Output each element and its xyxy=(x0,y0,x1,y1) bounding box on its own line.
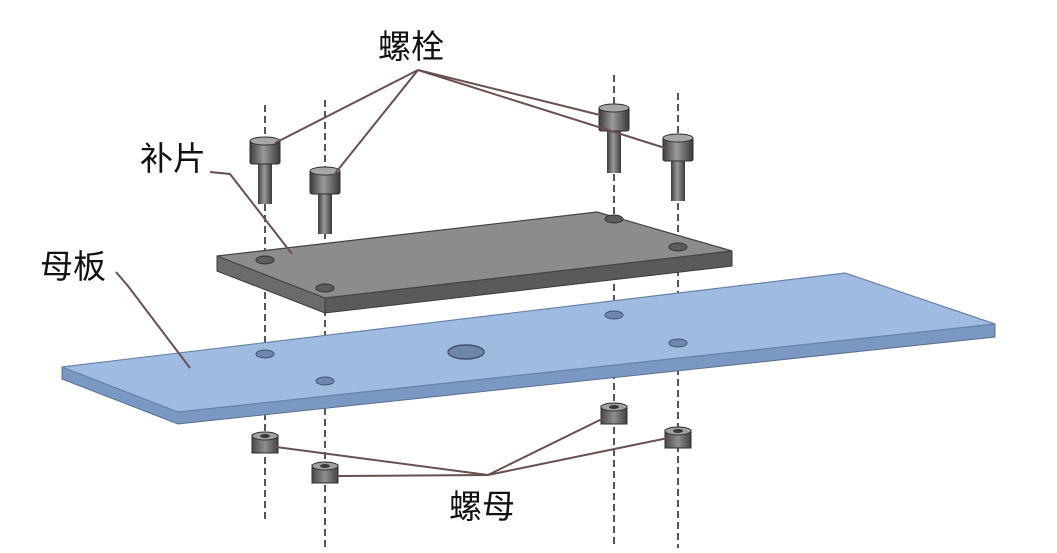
base-plate-center-hole xyxy=(447,344,485,360)
bolt-2 xyxy=(309,166,341,234)
bolt-3 xyxy=(598,103,630,173)
patch-plate xyxy=(216,211,733,314)
leader-lines xyxy=(115,69,669,477)
bolt-1 xyxy=(249,136,281,204)
patch-plate-leader xyxy=(209,171,293,255)
nut-1 xyxy=(251,431,279,454)
patch-plate-hole-2 xyxy=(315,283,335,293)
patch-plate-label: 补片 xyxy=(140,139,206,178)
nut-label: 螺母 xyxy=(449,487,515,526)
base-plate-hole-2 xyxy=(315,376,335,386)
bolt-leader-4 xyxy=(417,69,666,149)
bolt-4 xyxy=(662,133,694,201)
nut-4 xyxy=(664,426,692,449)
bolt-label: 螺栓 xyxy=(378,27,444,66)
base-plate-hole-1 xyxy=(255,349,275,359)
base-plate xyxy=(61,272,996,425)
bolt-leader-2 xyxy=(332,69,419,177)
base-plate-leader xyxy=(115,271,191,369)
nut-2 xyxy=(311,461,339,484)
bolt-leader-1 xyxy=(274,69,419,144)
base-plate-label: 母板 xyxy=(40,247,106,286)
nut-leader-1 xyxy=(275,446,489,476)
nuts xyxy=(251,402,692,484)
nut-3 xyxy=(600,402,628,425)
patch-plate-hole-4 xyxy=(668,242,688,252)
patch-plate-hole-3 xyxy=(604,214,624,224)
nut-leader-2 xyxy=(337,474,489,477)
nut-leader-4 xyxy=(487,437,669,476)
nut-leader-3 xyxy=(487,416,607,476)
bolts xyxy=(249,103,694,234)
base-plate-hole-4 xyxy=(668,338,688,348)
base-plate-hole-3 xyxy=(604,310,624,320)
base-plate-top-face xyxy=(61,272,996,413)
patch-plate-hole-1 xyxy=(255,255,275,265)
bolt-leader-3 xyxy=(417,69,601,116)
patch-plate-top-face xyxy=(216,211,733,299)
